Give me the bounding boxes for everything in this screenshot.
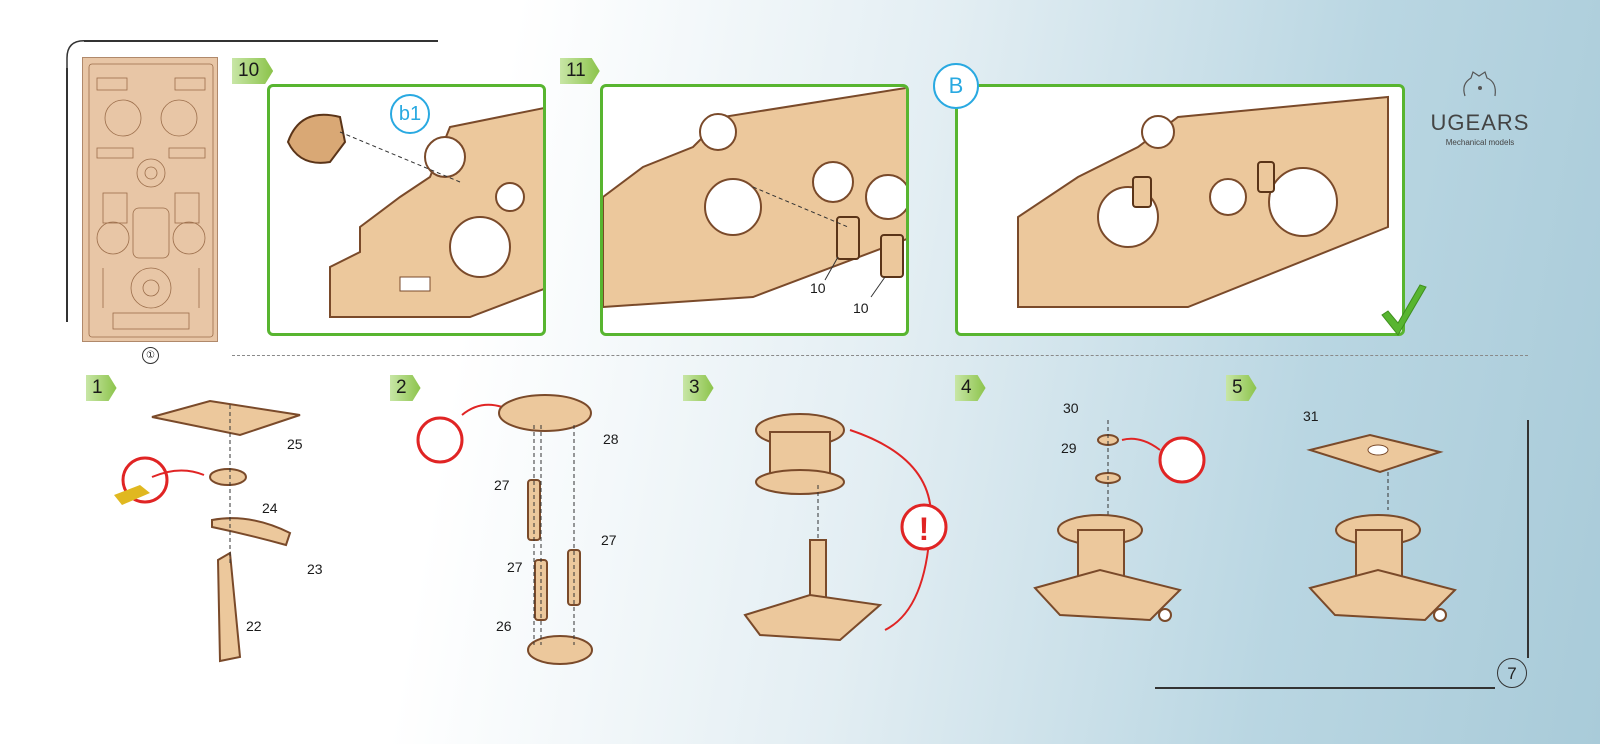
brand-tagline: Mechanical models	[1445, 138, 1515, 147]
part-label-27c: 27	[601, 532, 617, 548]
step-11-illustration	[603, 87, 906, 309]
part-label-26: 26	[496, 618, 512, 634]
step-b-panel	[955, 84, 1405, 336]
step-4-tag: 4	[955, 375, 986, 401]
step-10-tag: 10	[232, 58, 273, 84]
parts-sheet-thumbnail	[82, 57, 218, 342]
step-5-illustration	[1306, 433, 1457, 622]
frame-right-line	[1527, 420, 1529, 658]
step-1-illustration	[114, 399, 301, 663]
page-number: 7	[1497, 658, 1527, 688]
part-label-25: 25	[287, 436, 303, 452]
section-divider	[232, 355, 1528, 356]
brand-name: UGEARS	[1430, 110, 1530, 135]
part-label-27a: 27	[494, 477, 510, 493]
gears-outline-icon	[1463, 71, 1496, 97]
part-label-30: 30	[1063, 400, 1079, 416]
b-callout: B	[933, 63, 979, 109]
step-2-illustration	[416, 394, 593, 665]
checkmark-icon	[1381, 284, 1427, 336]
part-label-10b: 10	[853, 300, 869, 316]
b1-callout: b1	[390, 94, 430, 134]
step-5-tag: 5	[1226, 375, 1257, 401]
step-b-illustration	[1017, 95, 1389, 308]
step-10-panel: b1	[267, 84, 546, 336]
part-label-10a: 10	[810, 280, 826, 296]
frame-left-line	[66, 68, 68, 322]
part-label-28: 28	[603, 431, 619, 447]
frame-bottom-line	[1155, 687, 1495, 689]
step-10-illustration	[286, 107, 543, 318]
step-11-tag: 11	[560, 58, 600, 84]
frame-top-line	[84, 40, 438, 42]
part-label-31: 31	[1303, 408, 1319, 424]
step-11-panel: 10 10	[600, 84, 909, 336]
exclamation-icon: !	[919, 511, 930, 547]
step-3-tag: 3	[683, 375, 714, 401]
step-4-illustration	[1033, 420, 1206, 622]
part-label-24: 24	[262, 500, 278, 516]
parts-sheet-drawing	[88, 63, 214, 338]
brand-block: UGEARS Mechanical models	[1420, 71, 1540, 147]
step-3-illustration: !	[743, 413, 948, 642]
part-label-29: 29	[1061, 440, 1077, 456]
frame-corner	[66, 40, 85, 70]
part-label-27b: 27	[507, 559, 523, 575]
sheet-number: ①	[142, 347, 159, 364]
part-label-22: 22	[246, 618, 262, 634]
part-label-23: 23	[307, 561, 323, 577]
